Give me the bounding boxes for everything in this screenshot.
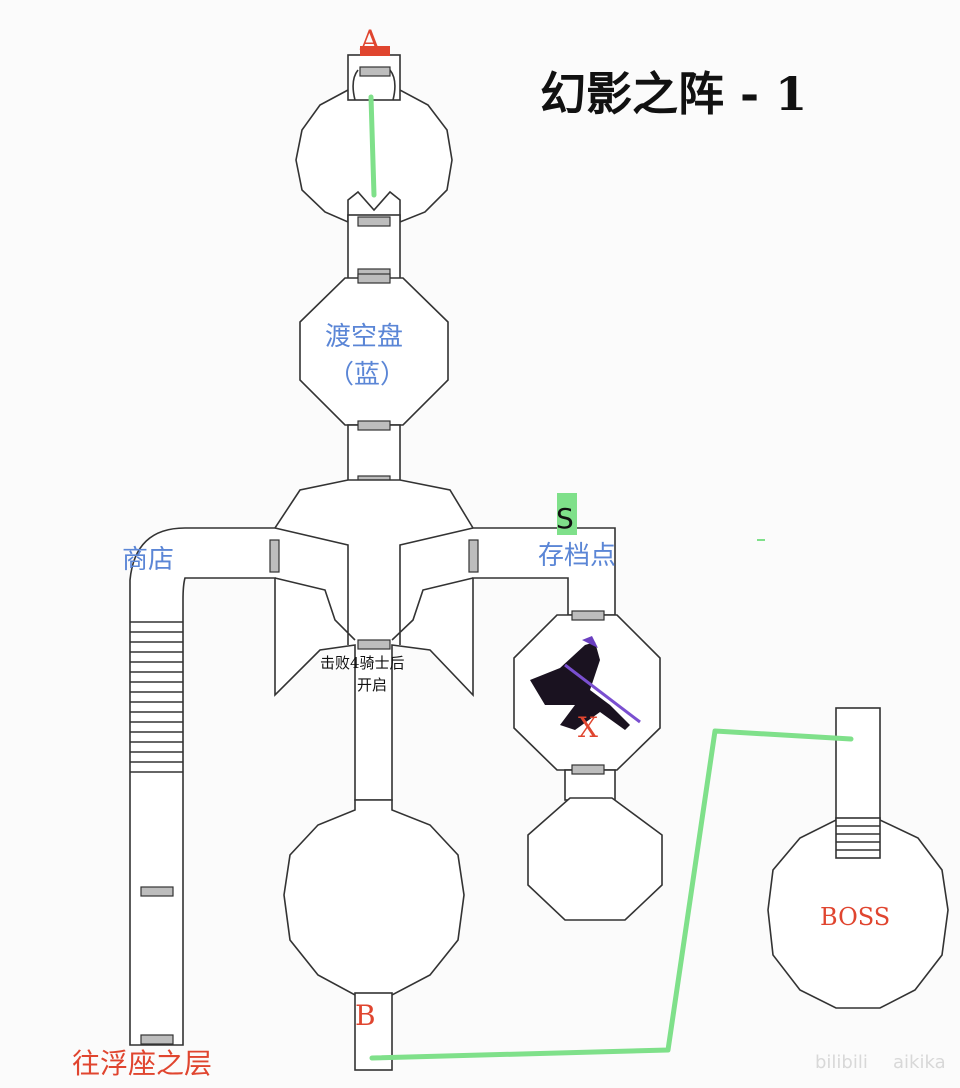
gate-note-line2: 开启: [357, 676, 387, 694]
route-a: [368, 94, 377, 198]
save-marker-bg: [557, 493, 577, 535]
save-point-label: 存档点: [538, 541, 616, 571]
watermark-logo: bilibili: [815, 1052, 868, 1073]
marker-a: A: [359, 24, 381, 57]
marker-b: B: [355, 999, 376, 1032]
watermark-user: aikika: [893, 1052, 946, 1073]
hub: [129, 479, 616, 1046]
disc-color-label: （蓝）: [328, 360, 406, 390]
marker-x: X: [578, 711, 598, 744]
shop-stairs: [130, 621, 183, 773]
route-b-boss: [369, 728, 854, 1061]
shop-label: 商店: [122, 545, 174, 575]
map-title: 幻影之阵 - 1: [540, 67, 807, 121]
boss-label: BOSS: [820, 903, 890, 931]
disc-label: 渡空盘: [325, 322, 403, 352]
room-boss: [767, 707, 949, 1009]
exit-label: 往浮座之层: [72, 1047, 212, 1080]
room-disc: [299, 277, 449, 426]
knight-enemy-icon: [530, 636, 641, 730]
door: [359, 66, 391, 77]
marker-s: S: [556, 502, 574, 535]
gate-note-line1: 击败4骑士后: [320, 654, 405, 672]
room-b: [283, 799, 465, 996]
